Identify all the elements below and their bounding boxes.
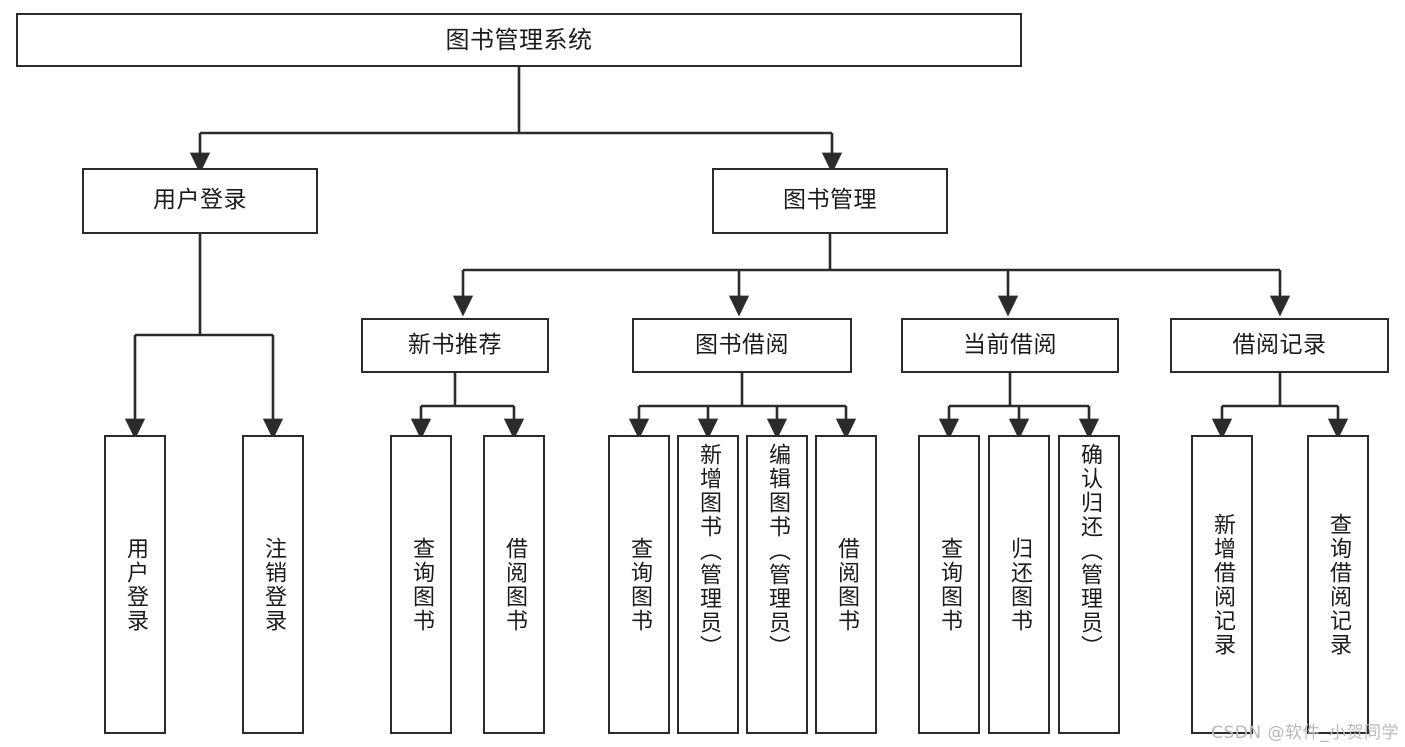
node-leaf-query-book-2[interactable]: 查询图书 [608, 435, 670, 734]
node-new-book-recommend[interactable]: 新书推荐 [361, 318, 549, 373]
node-leaf-borrow-book-1-label: 借阅图书 [501, 536, 527, 633]
node-leaf-user-login-label: 用户登录 [122, 536, 148, 633]
node-user-login-label: 用户登录 [153, 187, 247, 214]
node-book-borrow-label: 图书借阅 [695, 331, 789, 358]
node-borrow-record[interactable]: 借阅记录 [1170, 318, 1389, 373]
node-user-login[interactable]: 用户登录 [82, 168, 318, 234]
node-leaf-confirm-return[interactable]: 确认归还（管理员） [1058, 435, 1120, 734]
node-leaf-user-login[interactable]: 用户登录 [104, 435, 166, 734]
node-book-manage-label: 图书管理 [783, 187, 877, 214]
node-current-borrow-label: 当前借阅 [963, 331, 1057, 358]
watermark-text: CSDN @软件_小贺同学 [1211, 723, 1399, 743]
node-leaf-user-logout[interactable]: 注销登录 [242, 435, 304, 734]
node-leaf-query-record[interactable]: 查询借阅记录 [1307, 435, 1369, 734]
node-leaf-borrow-book-2[interactable]: 借阅图书 [815, 435, 877, 734]
node-leaf-add-record-label: 新增借阅记录 [1209, 512, 1235, 657]
node-leaf-query-book-3-label: 查询图书 [936, 536, 962, 633]
node-leaf-query-book-1-label: 查询图书 [408, 536, 434, 633]
node-leaf-add-record[interactable]: 新增借阅记录 [1191, 435, 1253, 734]
node-leaf-add-book[interactable]: 新增图书（管理员） [677, 435, 739, 734]
node-leaf-borrow-book-1[interactable]: 借阅图书 [483, 435, 545, 734]
node-borrow-record-label: 借阅记录 [1232, 331, 1327, 358]
node-leaf-query-book-3[interactable]: 查询图书 [918, 435, 980, 734]
node-leaf-query-book-2-label: 查询图书 [626, 536, 652, 633]
node-leaf-edit-book-label: 编辑图书（管理员） [764, 443, 790, 659]
node-leaf-edit-book[interactable]: 编辑图书（管理员） [746, 435, 808, 734]
node-root-label: 图书管理系统 [445, 25, 593, 54]
node-book-manage[interactable]: 图书管理 [712, 168, 948, 234]
node-leaf-return-book-label: 归还图书 [1006, 536, 1032, 633]
node-leaf-add-book-label: 新增图书（管理员） [695, 443, 721, 659]
node-book-borrow[interactable]: 图书借阅 [632, 318, 852, 373]
node-leaf-query-book-1[interactable]: 查询图书 [390, 435, 452, 734]
node-new-book-recommend-label: 新书推荐 [408, 331, 502, 358]
node-root[interactable]: 图书管理系统 [16, 13, 1022, 67]
node-current-borrow[interactable]: 当前借阅 [901, 318, 1119, 373]
node-leaf-user-logout-label: 注销登录 [260, 536, 286, 633]
node-leaf-query-record-label: 查询借阅记录 [1325, 512, 1351, 657]
node-leaf-borrow-book-2-label: 借阅图书 [833, 536, 859, 633]
node-leaf-confirm-return-label: 确认归还（管理员） [1076, 443, 1102, 659]
node-leaf-return-book[interactable]: 归还图书 [988, 435, 1050, 734]
